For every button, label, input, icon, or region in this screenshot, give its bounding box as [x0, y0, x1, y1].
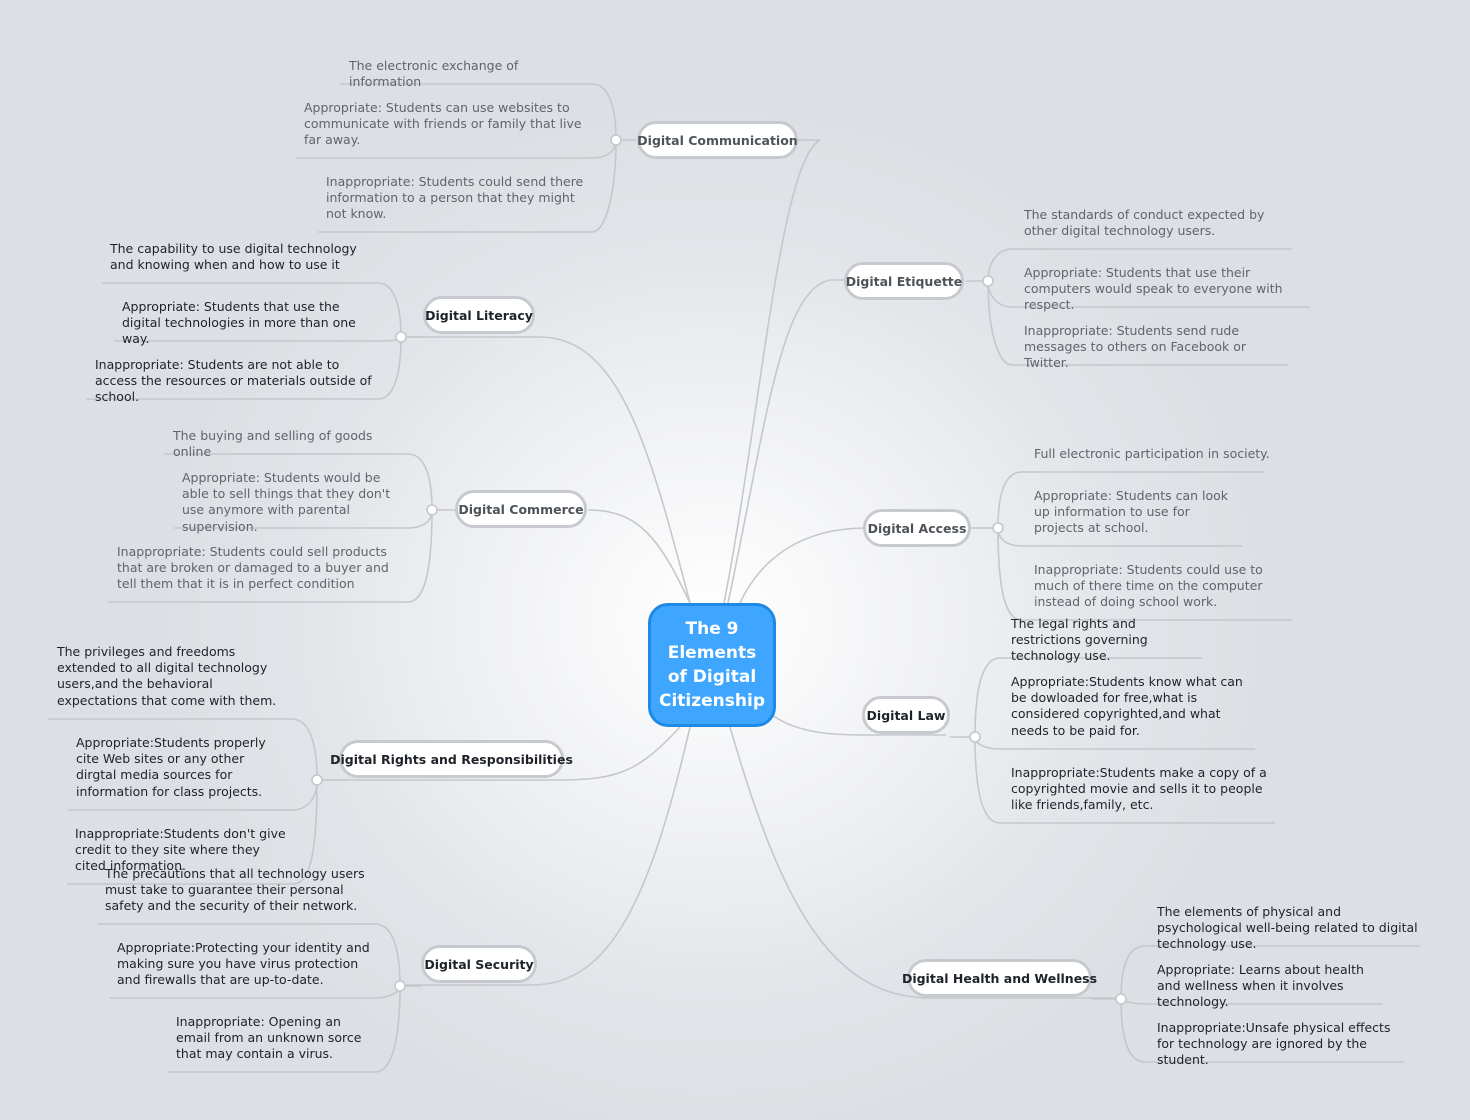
literacy-appropriate[interactable]: Appropriate: Students that use the digit… — [122, 299, 356, 347]
topic-digital-rights-and-responsibilities[interactable]: Digital Rights and Responsibilities — [330, 740, 573, 778]
topic-digital-law[interactable]: Digital Law — [862, 696, 950, 734]
topic-digital-etiquette[interactable]: Digital Etiquette — [844, 262, 964, 300]
topic-digital-access[interactable]: Digital Access — [863, 509, 971, 547]
law-definition[interactable]: The legal rights and restrictions govern… — [1011, 616, 1148, 664]
topic-digital-security[interactable]: Digital Security — [421, 945, 537, 983]
access-appropriate[interactable]: Appropriate: Students can look up inform… — [1034, 488, 1229, 536]
etiquette-appropriate[interactable]: Appropriate: Students that use their com… — [1024, 265, 1283, 313]
health-appropriate[interactable]: Appropriate: Learns about health and wel… — [1157, 962, 1364, 1010]
security-definition[interactable]: The precautions that all technology user… — [105, 866, 365, 914]
commerce-appropriate[interactable]: Appropriate: Students would be able to s… — [182, 470, 391, 534]
communication-definition[interactable]: The electronic exchange of information — [349, 58, 519, 90]
central-topic[interactable]: The 9 Elements of Digital Citizenship — [648, 603, 776, 727]
security-appropriate[interactable]: Appropriate:Protecting your identity and… — [117, 940, 370, 988]
literacy-inappropriate[interactable]: Inappropriate: Students are not able to … — [95, 357, 372, 405]
communication-inappropriate[interactable]: Inappropriate: Students could send there… — [326, 174, 584, 222]
literacy-definition[interactable]: The capability to use digital technology… — [110, 241, 357, 273]
etiquette-definition[interactable]: The standards of conduct expected by oth… — [1024, 207, 1265, 239]
health-definition[interactable]: The elements of physical and psychologic… — [1157, 904, 1418, 952]
health-inappropriate[interactable]: Inappropriate:Unsafe physical effects fo… — [1157, 1020, 1391, 1068]
etiquette-inappropriate[interactable]: Inappropriate: Students send rude messag… — [1024, 323, 1247, 371]
law-appropriate[interactable]: Appropriate:Students know what can be do… — [1011, 674, 1243, 738]
access-definition[interactable]: Full electronic participation in society… — [1034, 446, 1270, 461]
communication-appropriate[interactable]: Appropriate: Students can use websites t… — [304, 100, 582, 148]
commerce-inappropriate[interactable]: Inappropriate: Students could sell produ… — [117, 544, 389, 592]
commerce-definition[interactable]: The buying and selling of goods online — [173, 428, 373, 460]
rights-appropriate[interactable]: Appropriate:Students properly cite Web s… — [76, 735, 266, 799]
rights-definition[interactable]: The privileges and freedoms extended to … — [57, 644, 277, 708]
rights-inappropriate[interactable]: Inappropriate:Students don't give credit… — [75, 826, 286, 874]
security-inappropriate[interactable]: Inappropriate: Opening an email from an … — [176, 1014, 362, 1062]
topic-digital-commerce[interactable]: Digital Commerce — [455, 490, 587, 528]
topic-digital-communication[interactable]: Digital Communication — [637, 121, 798, 159]
topic-digital-literacy[interactable]: Digital Literacy — [423, 296, 535, 334]
law-inappropriate[interactable]: Inappropriate:Students make a copy of a … — [1011, 765, 1267, 813]
access-inappropriate[interactable]: Inappropriate: Students could use to muc… — [1034, 562, 1263, 610]
topic-digital-health-and-wellness[interactable]: Digital Health and Wellness — [902, 959, 1097, 997]
